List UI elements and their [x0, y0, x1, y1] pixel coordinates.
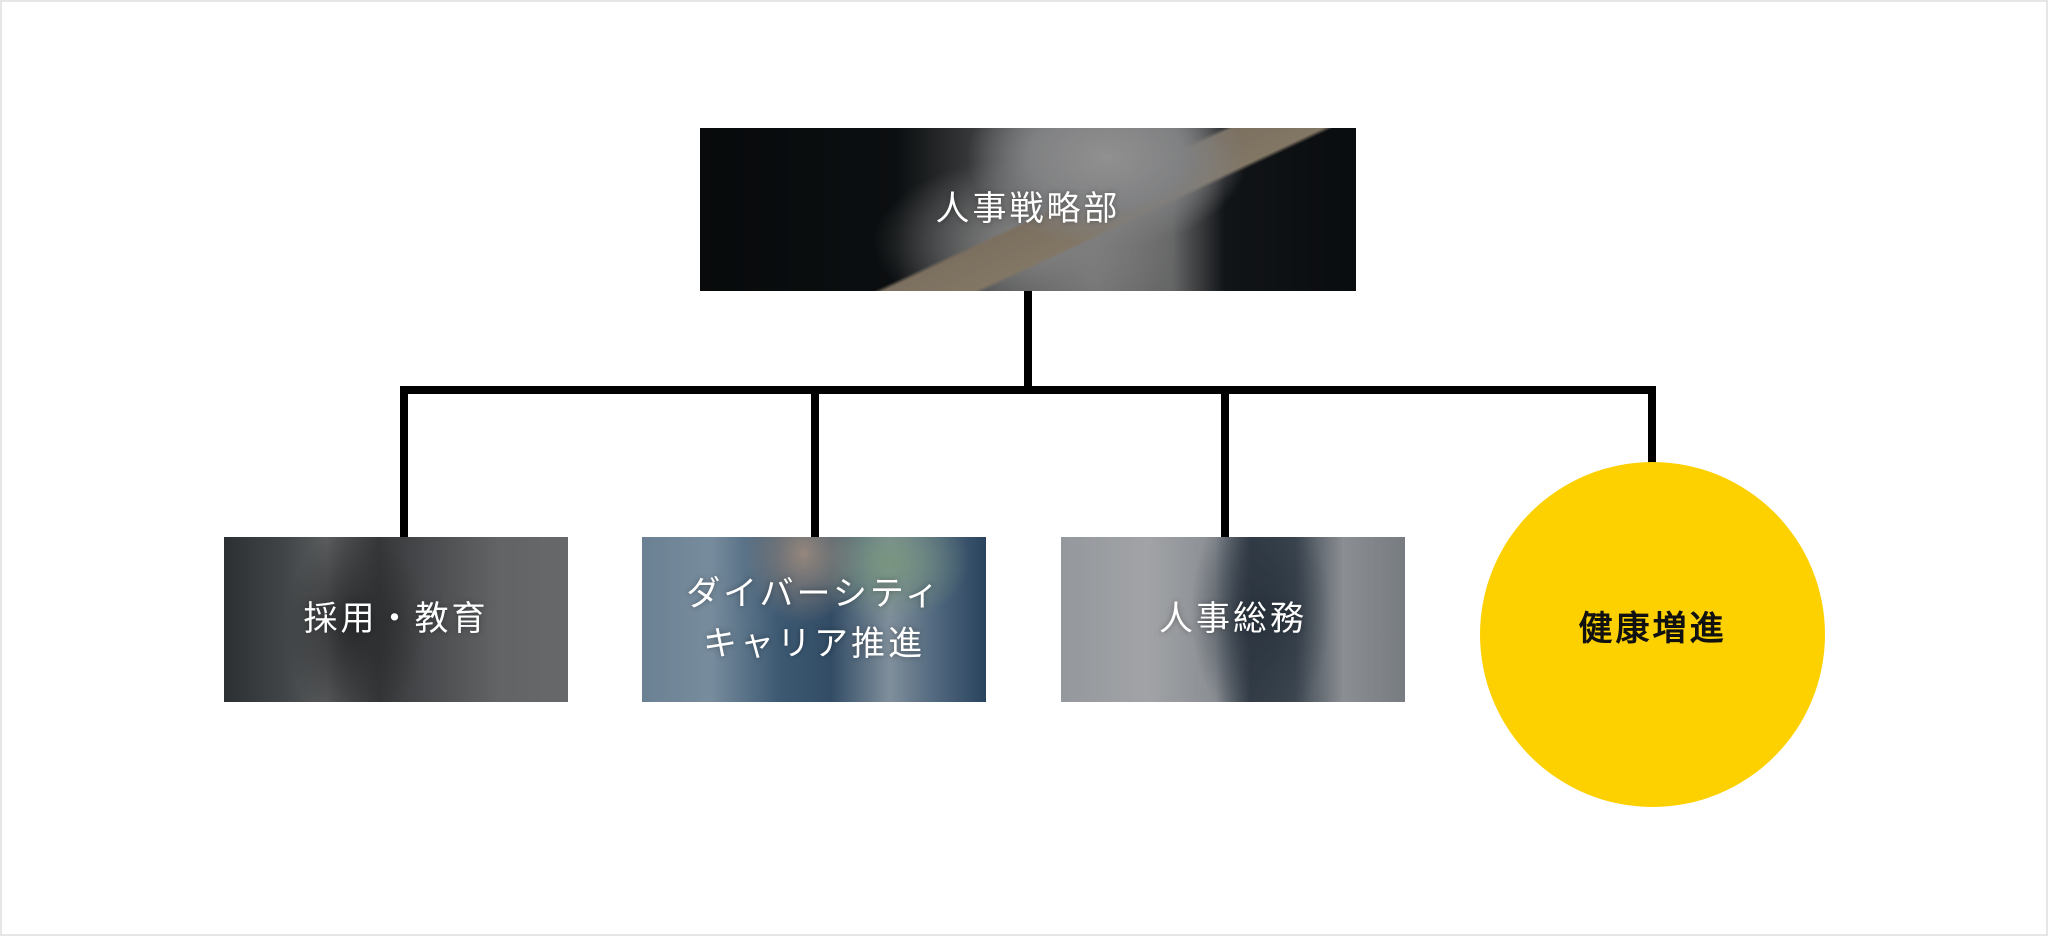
node-label: 採用・教育 [303, 598, 489, 639]
connector-child-3 [1648, 386, 1656, 464]
org-node-health-promotion[interactable]: 健康増進 [1480, 462, 1825, 807]
org-node-hr-strategy[interactable]: 人事戦略部 [700, 128, 1356, 291]
node-label: 人事総務 [1159, 598, 1307, 639]
meeting-photo [700, 128, 1356, 291]
interview-photo [224, 537, 568, 702]
node-label: 健康増進 [1578, 609, 1727, 649]
connector-horizontal-bus [400, 386, 1655, 394]
org-node-recruitment-education[interactable]: 採用・教育 [224, 537, 568, 702]
node-label: ダイバーシティ キャリア推進 [686, 574, 942, 664]
node-label: 人事戦略部 [935, 188, 1121, 229]
connector-root-stem [1024, 291, 1032, 390]
org-node-hr-general-affairs[interactable]: 人事総務 [1061, 537, 1405, 702]
business-meeting-photo [642, 537, 986, 702]
photo-overlay [642, 537, 986, 702]
org-node-diversity-career[interactable]: ダイバーシティ キャリア推進 [642, 537, 986, 702]
laptop-work-photo [1061, 537, 1405, 702]
photo-overlay [700, 128, 1356, 291]
connector-child-1 [811, 386, 819, 537]
connector-child-0 [400, 386, 408, 537]
connector-child-2 [1221, 386, 1229, 537]
photo-overlay [224, 537, 568, 702]
photo-overlay [1061, 537, 1405, 702]
